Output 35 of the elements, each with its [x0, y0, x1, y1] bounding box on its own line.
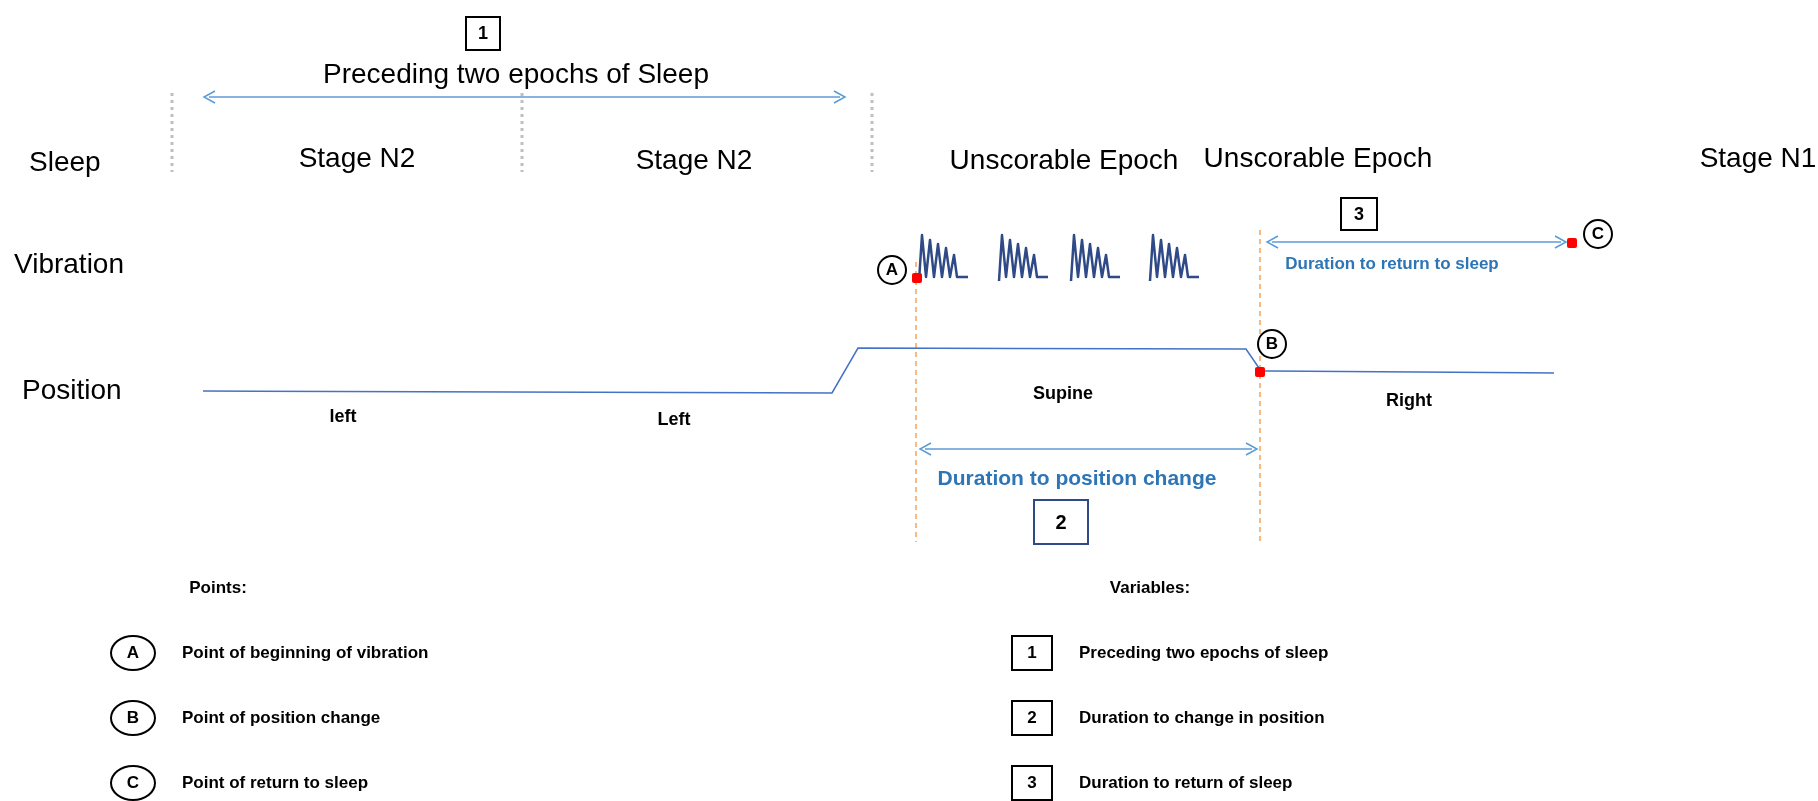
variable-number-box: 3 [1340, 197, 1378, 231]
stage-label: Stage N2 [635, 144, 753, 176]
legend-text: Duration to return of sleep [1079, 773, 1293, 793]
position-label: left [329, 407, 357, 427]
variable-number-box: 2 [1011, 700, 1053, 736]
variable-number-box: 2 [1033, 499, 1089, 545]
variable-number-box: 3 [1011, 765, 1053, 801]
stage-label: Unscorable Epoch [1203, 142, 1433, 174]
duration-label: Duration to return to sleep [1285, 254, 1499, 274]
point-letter-circle: B [110, 700, 156, 736]
row-label: Vibration [14, 248, 124, 280]
point-letter-circle: C [110, 765, 156, 801]
point-letter-circle: C [1583, 219, 1613, 249]
point-letter-circle: A [110, 635, 156, 671]
legend-heading: Variables: [1109, 578, 1191, 598]
position-label: Left [657, 410, 691, 430]
legend-text: Duration to change in position [1079, 708, 1325, 728]
legend-text: Point of return to sleep [182, 773, 369, 793]
row-label: Position [22, 374, 122, 406]
point-letter-circle: B [1257, 329, 1287, 359]
variable-number-box: 1 [465, 15, 501, 51]
legend-text: Point of position change [182, 708, 381, 728]
legend-text: Preceding two epochs of sleep [1079, 643, 1329, 663]
stage-label: Unscorable Epoch [949, 144, 1179, 176]
variable-number-box: 1 [1011, 635, 1053, 671]
row-label: Sleep [29, 146, 101, 178]
position-label: Supine [1033, 384, 1093, 404]
annotation-text: Preceding two epochs of Sleep [323, 58, 709, 90]
legend-text: Point of beginning of vibration [182, 643, 429, 663]
point-letter-circle: A [877, 255, 907, 285]
stage-label: Stage N1 [1699, 142, 1817, 174]
duration-label: Duration to position change [937, 466, 1217, 490]
legend-heading: Points: [189, 578, 247, 598]
position-label: Right [1386, 391, 1432, 411]
stage-label: Stage N2 [298, 142, 416, 174]
